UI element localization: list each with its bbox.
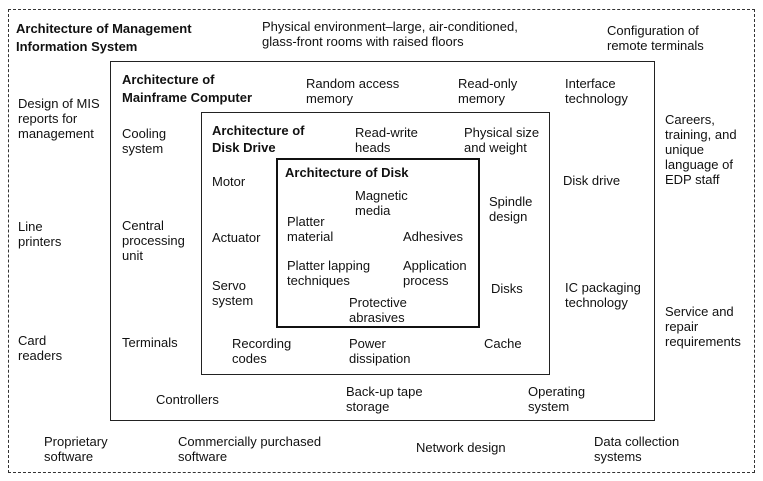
controllers-label: Controllers — [156, 392, 219, 407]
mis-title: Architecture of Management Information S… — [16, 21, 192, 54]
commercial-software-label: Commercially purchased software — [178, 434, 322, 464]
mis-boundary — [8, 9, 755, 473]
actuator-label: Actuator — [212, 230, 261, 245]
service-repair-label: Service and repair requirements — [665, 304, 741, 349]
disk-drive-title: Architecture of Disk Drive — [212, 123, 305, 155]
line-printers-label: Line printers — [18, 219, 62, 249]
disk-title: Architecture of Disk — [285, 165, 409, 180]
proprietary-software-label: Proprietary software — [44, 434, 108, 464]
platter-lapping-label: Platter lapping techniques — [287, 258, 371, 288]
mainframe-title: Architecture of Mainframe Computer — [122, 72, 253, 105]
application-process-label: Application process — [403, 258, 467, 288]
interface-technology-label: Interface technology — [565, 76, 628, 106]
remote-terminals-label: Configuration of remote terminals — [607, 23, 704, 53]
read-write-heads-label: Read-write heads — [355, 125, 418, 155]
protective-abrasives-label: Protective abrasives — [349, 295, 407, 325]
motor-label: Motor — [212, 174, 246, 189]
servo-system-label: Servo system — [212, 278, 254, 308]
network-design-label: Network design — [416, 440, 506, 455]
cpu-label: Central processing unit — [122, 218, 185, 263]
ic-packaging-label: IC packaging technology — [565, 280, 641, 310]
disk-boundary — [276, 158, 480, 328]
rom-label: Read-only memory — [458, 76, 518, 106]
adhesives-label: Adhesives — [403, 229, 463, 244]
cooling-system-label: Cooling system — [122, 126, 167, 156]
physical-size-label: Physical size and weight — [464, 125, 540, 155]
terminals-label: Terminals — [122, 335, 178, 350]
ram-label: Random access memory — [306, 76, 400, 106]
platter-material-label: Platter material — [287, 214, 334, 244]
careers-label: Careers, training, and unique language o… — [665, 112, 737, 187]
disks-label: Disks — [491, 281, 523, 296]
recording-codes-label: Recording codes — [232, 336, 292, 366]
data-collection-label: Data collection systems — [594, 434, 680, 464]
operating-system-label: Operating system — [528, 384, 586, 414]
card-readers-label: Card readers — [18, 333, 63, 363]
physical-environment-label: Physical environment–large, air-conditio… — [262, 19, 518, 49]
mis-reports-label: Design of MIS reports for management — [18, 96, 100, 141]
backup-tape-label: Back-up tape storage — [346, 384, 423, 414]
power-dissipation-label: Power dissipation — [349, 336, 411, 366]
spindle-design-label: Spindle design — [489, 194, 533, 224]
disk-drive-boundary — [201, 112, 550, 375]
disk-drive-label: Disk drive — [563, 173, 621, 188]
magnetic-media-label: Magnetic media — [355, 188, 408, 218]
mainframe-boundary — [110, 61, 655, 421]
cache-label: Cache — [484, 336, 522, 351]
